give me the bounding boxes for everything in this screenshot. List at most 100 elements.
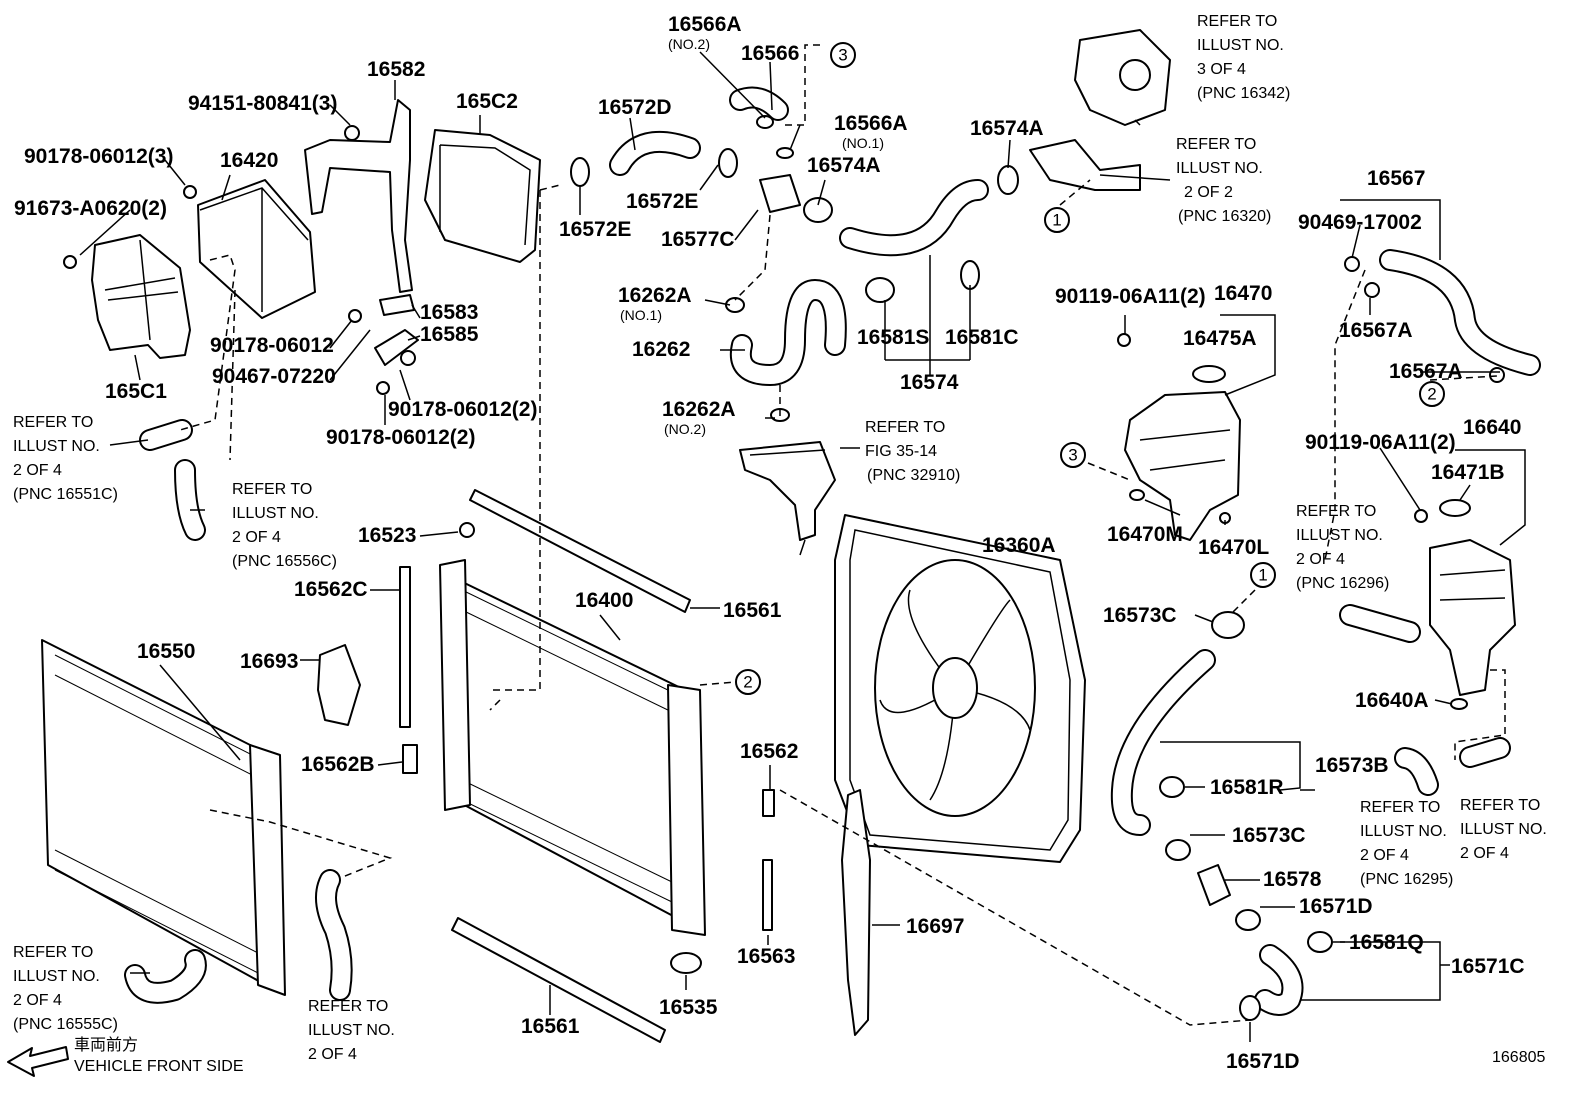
label-16471B: 16471B: [1431, 461, 1505, 484]
part-16262-hose: [725, 279, 847, 422]
front-arrow: [7, 1046, 69, 1077]
label-16572E-lower: 16572E: [559, 218, 631, 241]
part-16571-hose: [1197, 864, 1333, 1021]
label-16470M: 16470M: [1107, 523, 1183, 546]
label-16567: 16567: [1367, 167, 1425, 190]
label-16566A-no2: 16566A: [668, 13, 742, 36]
label-90119-06A11-upper: 90119-06A11(2): [1055, 285, 1206, 308]
label-91673-A0620: 91673-A0620(2): [14, 197, 167, 220]
label-16567A-upper: 16567A: [1339, 319, 1413, 342]
ref-note-pnc-16320: REFER TO ILLUST NO. 2 OF 2 (PNC 16320): [1176, 136, 1271, 225]
ref-line: REFER TO: [865, 419, 945, 436]
label-16583: 16583: [420, 301, 478, 324]
label-16563: 16563: [737, 945, 795, 968]
label-16400: 16400: [575, 589, 633, 612]
label-90178-06012-2b: 90178-06012(2): [326, 426, 475, 449]
label-16697: 16697: [906, 915, 964, 938]
label-16573C-lower: 16573C: [1232, 824, 1306, 847]
label-16574: 16574: [900, 371, 959, 394]
label-16566A-no1-sub: (NO.1): [842, 135, 884, 151]
part-16582-bracket: [304, 99, 413, 293]
ref-line: REFER TO: [13, 944, 93, 961]
ref-line: (PNC 16320): [1178, 208, 1271, 225]
ref-line: ILLUST NO.: [13, 968, 100, 985]
label-16582: 16582: [367, 58, 425, 81]
label-16573B: 16573B: [1315, 754, 1389, 777]
part-water-inlet: [1029, 29, 1171, 191]
dashed-connections: [179, 44, 1506, 1026]
ref-line: FIG 35-14: [865, 443, 937, 460]
leader-lines: [79, 51, 1526, 1042]
ref-note-pnc-16342: REFER TO ILLUST NO. 3 OF 4 (PNC 16342): [1197, 13, 1290, 102]
ref-line: REFER TO: [232, 481, 312, 498]
ref-line: 3 OF 4: [1197, 61, 1246, 78]
label-16585: 16585: [420, 323, 479, 346]
label-16567A-lower: 16567A: [1389, 360, 1463, 383]
reference-notes: REFER TO ILLUST NO. 3 OF 4 (PNC 16342) R…: [13, 13, 1547, 1063]
ref-note-bottom-2of4: REFER TO ILLUST NO. 2 OF 4: [308, 998, 395, 1063]
label-16578: 16578: [1263, 868, 1322, 891]
ref-line: REFER TO: [1460, 797, 1540, 814]
part-16573B-hose: [1110, 611, 1245, 861]
ref-line: 2 OF 4: [1360, 847, 1409, 864]
label-16550: 16550: [137, 640, 195, 663]
callout-circles: 3 1 2 3 1 2: [735, 42, 1445, 695]
ref-line: 2 OF 2: [1184, 184, 1233, 201]
part-16550-condenser: [41, 639, 286, 996]
callout-1-top-number: 1: [1052, 211, 1061, 230]
ref-note-fig-35-14: REFER TO FIG 35-14 (PNC 32910): [865, 419, 960, 484]
ref-line: 2 OF 4: [308, 1046, 357, 1063]
label-16470: 16470: [1214, 282, 1272, 305]
label-16581S: 16581S: [857, 326, 929, 349]
ref-line: (PNC 16551C): [13, 486, 118, 503]
label-16640A: 16640A: [1355, 689, 1429, 712]
direction-text-jp: 車両前方: [74, 1036, 138, 1054]
part-16360A-fan-shroud: [834, 514, 1086, 863]
label-16566: 16566: [741, 42, 799, 65]
ref-line: 2 OF 4: [1460, 845, 1509, 862]
ref-line: REFER TO: [308, 998, 388, 1015]
part-16572D-hose: [570, 130, 738, 187]
label-16561-lower: 16561: [521, 1015, 580, 1038]
ref-note-right-2of4: REFER TO ILLUST NO. 2 OF 4: [1460, 797, 1547, 862]
ref-line: (PNC 16555C): [13, 1016, 118, 1033]
part-32910-bracket: [739, 441, 836, 541]
ref-line: REFER TO: [1176, 136, 1256, 153]
ref-note-pnc-16295: REFER TO ILLUST NO. 2 OF 4 (PNC 16295): [1360, 799, 1453, 888]
label-16360A: 16360A: [982, 534, 1056, 557]
ref-note-pnc-16296: REFER TO ILLUST NO. 2 OF 4 (PNC 16296): [1296, 503, 1389, 592]
label-16577C: 16577C: [661, 228, 735, 251]
part-165C2-case: [424, 129, 541, 263]
ref-line: (PNC 16342): [1197, 85, 1290, 102]
callout-2-right: [1419, 381, 1445, 407]
callout-2-right-number: 2: [1427, 385, 1436, 404]
ref-line: (PNC 16295): [1360, 871, 1453, 888]
label-16572D: 16572D: [598, 96, 672, 119]
ref-line: ILLUST NO.: [1176, 160, 1263, 177]
label-165C2: 165C2: [456, 90, 518, 113]
direction-text-en: VEHICLE FRONT SIDE: [74, 1058, 244, 1075]
part-labels: 16566A (NO.2) 16566 16582 94151-80841(3)…: [14, 13, 1525, 1073]
ref-line: 2 OF 4: [1296, 551, 1345, 568]
part-16566-hose: [729, 86, 794, 159]
label-16475A: 16475A: [1183, 327, 1257, 350]
ref-line: (PNC 16296): [1296, 575, 1389, 592]
label-16420: 16420: [220, 149, 278, 172]
label-16262A-no1: 16262A: [618, 284, 692, 307]
callout-2-mid-number: 2: [743, 673, 752, 692]
ref-line: ILLUST NO.: [308, 1022, 395, 1039]
part-165C1-duct: [63, 234, 191, 359]
callout-1-mid: [1250, 562, 1276, 588]
label-16581R: 16581R: [1210, 776, 1284, 799]
part-16577C-fitting: [759, 174, 833, 223]
label-16262A-no2: 16262A: [662, 398, 736, 421]
label-16262A-no1-sub: (NO.1): [620, 307, 662, 323]
ref-note-pnc-16556c: REFER TO ILLUST NO. 2 OF 4 (PNC 16556C): [232, 481, 337, 570]
label-16571D-upper: 16571D: [1299, 895, 1373, 918]
front-direction-arrow-icon: [7, 1046, 69, 1077]
callout-2-mid: [735, 669, 761, 695]
label-90119-06A11-lower: 90119-06A11(2): [1305, 431, 1456, 454]
ref-line: ILLUST NO.: [1197, 37, 1284, 54]
